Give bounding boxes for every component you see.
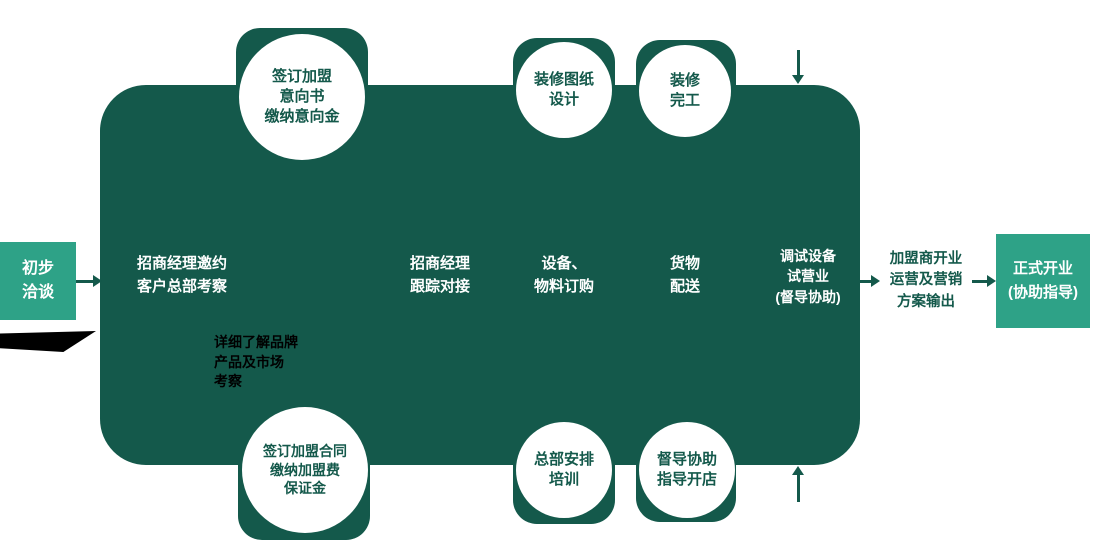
arrow-plate-to-outcome	[858, 275, 880, 287]
circle-franchise-contract: 签订加盟合同 缴纳加盟费 保证金	[242, 407, 368, 533]
step-trial-line-1: 调试设备	[780, 248, 836, 264]
step-equipment-line-1: 设备、	[541, 255, 587, 272]
step-equipment-line-2: 物料订购	[533, 277, 594, 295]
circle-intent-line-2: 意向书	[279, 87, 325, 105]
circle-finish-line-1: 装修	[669, 71, 700, 89]
circle-intent-line-1: 签订加盟	[271, 67, 332, 85]
circle-design-drawing: 装修图纸 设计	[516, 42, 612, 138]
circle-contract-line-2: 缴纳加盟费	[270, 461, 340, 478]
arrow-supervise-to-trial	[792, 466, 804, 502]
final-line-1: 正式开业	[1012, 260, 1073, 277]
circle-supervise-line-2: 指导开店	[656, 471, 717, 488]
arrow-start-to-plate	[76, 275, 102, 287]
ink-artifact-shape	[0, 331, 96, 352]
circle-supervisor-assist: 督导协助 指导开店	[639, 422, 735, 518]
note-line-2: 产品及市场	[214, 353, 284, 370]
process-plate	[100, 85, 860, 465]
circle-design-line-2: 设计	[548, 91, 579, 108]
step-manager-follow: 招商经理 跟踪对接	[388, 253, 492, 298]
step-invite-inspection: 招商经理邀约 客户总部考察	[108, 253, 256, 298]
final-line-2: (协助指导)	[1008, 284, 1078, 301]
step-follow-line-1: 招商经理	[409, 255, 470, 272]
circle-training-line-1: 总部安排	[533, 450, 594, 468]
step-delivery-line-2: 配送	[669, 277, 700, 295]
note-line-3: 考察	[214, 373, 242, 390]
occluded-note-text: 详细了解品牌 产品及市场 考察	[214, 333, 346, 392]
circle-intent-line-3: 缴纳意向金	[264, 108, 340, 126]
circle-intent-letter: 签订加盟 意向书 缴纳意向金	[239, 34, 365, 160]
circle-hq-training: 总部安排 培训	[516, 422, 612, 518]
step-trial-line-3: (督导协助)	[775, 288, 841, 305]
circle-supervise-line-1: 督导协助	[656, 450, 717, 468]
step-delivery-line-1: 货物	[669, 255, 700, 272]
outcome-box: 加盟商开业 运营及营销 方案输出	[878, 232, 974, 330]
outcome-line-2: 运营及营销	[889, 272, 963, 289]
step-trial-line-2: 试营业	[787, 268, 829, 285]
step-equipment-order: 设备、 物料订购	[512, 253, 616, 298]
arrow-outcome-to-final	[972, 275, 996, 287]
step-follow-line-2: 跟踪对接	[409, 277, 470, 295]
circle-contract-line-3: 保证金	[284, 480, 326, 497]
step-invite-line-1: 招商经理邀约	[136, 255, 227, 272]
step-trial-operation: 调试设备 试营业 (督导协助)	[760, 246, 856, 307]
outcome-line-1: 加盟商开业	[889, 251, 963, 268]
start-line-2: 洽谈	[21, 284, 54, 301]
step-invite-line-2: 客户总部考察	[136, 277, 227, 295]
step-goods-delivery: 货物 配送	[642, 253, 728, 298]
circle-contract-line-1: 签订加盟合同	[263, 442, 347, 459]
circle-design-line-1: 装修图纸	[533, 70, 594, 88]
circle-decoration-finished: 装修 完工	[639, 45, 731, 137]
outcome-line-3: 方案输出	[897, 293, 955, 310]
final-node: 正式开业 (协助指导)	[996, 234, 1090, 328]
circle-training-line-2: 培训	[548, 471, 579, 488]
arrow-finish-to-trial	[792, 50, 804, 84]
start-node: 初步 洽谈	[0, 242, 76, 320]
note-line-1: 详细了解品牌	[214, 334, 298, 350]
circle-finish-line-2: 完工	[669, 92, 700, 109]
start-line-1: 初步	[21, 260, 54, 277]
